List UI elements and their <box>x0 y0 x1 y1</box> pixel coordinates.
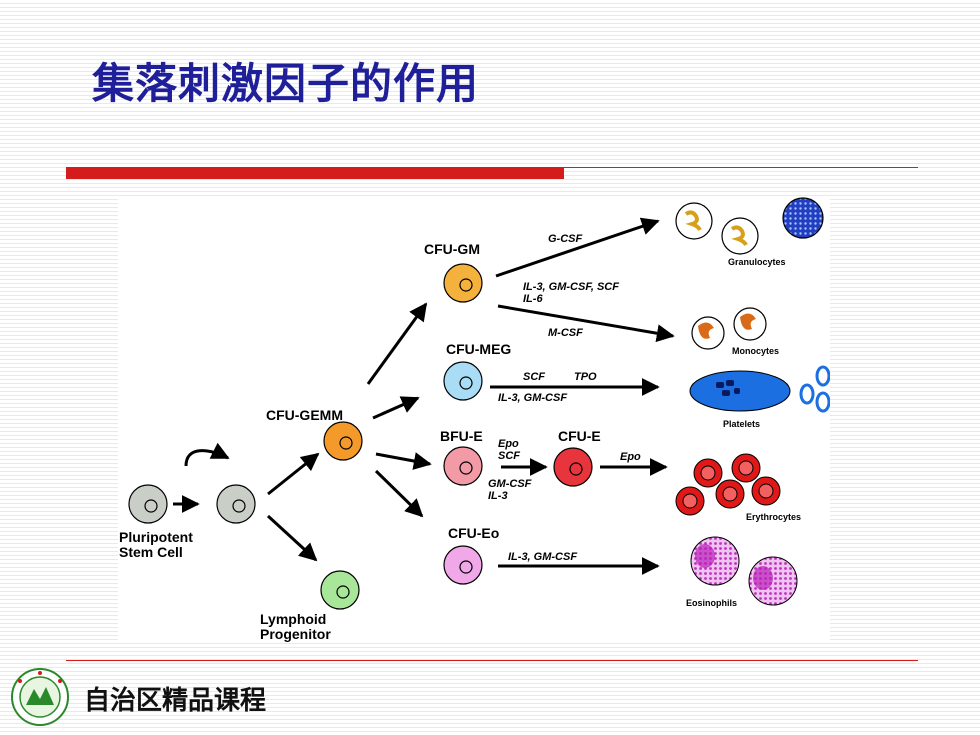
label-granulocytes: Granulocytes <box>728 257 786 267</box>
hematopoiesis-diagram-panel: Pluripotent Stem Cell Lymphoid Progenito… <box>118 196 831 642</box>
stem-to-lymphoid-arrow <box>266 514 318 562</box>
footer-course-label: 自治区精品课程 <box>84 686 267 716</box>
pluripotent-cell-1 <box>128 484 168 524</box>
monocytes-illustration <box>691 307 767 350</box>
label-stem-cell: Stem Cell <box>119 544 183 560</box>
gemm-to-eo-arrow <box>374 469 424 518</box>
gm-to-monocyte-arrow <box>497 304 675 343</box>
label-erythrocytes: Erythrocytes <box>746 512 801 522</box>
gemm-to-gm-arrow <box>366 302 428 385</box>
granulocytes-illustration <box>675 197 824 255</box>
lymphoid-progenitor-cell <box>320 570 360 610</box>
platelets-illustration <box>689 365 831 413</box>
factor-epo-bfu: Epo <box>498 438 519 450</box>
label-monocytes: Monocytes <box>732 346 779 356</box>
label-pluripotent: Pluripotent <box>119 529 193 545</box>
label-cfu-gm: CFU-GM <box>424 241 480 257</box>
footer-divider <box>66 660 918 661</box>
hematopoiesis-diagram: Pluripotent Stem Cell Lymphoid Progenito… <box>119 197 831 642</box>
factor-epo-cfu: Epo <box>620 451 641 463</box>
factor-gm-csf-bfu: GM-CSF <box>488 478 532 490</box>
cfu-e-cell <box>553 447 593 487</box>
factor-il3-gm-eo: IL-3, GM-CSF <box>508 551 577 563</box>
label-cfu-gemm: CFU-GEMM <box>266 407 343 423</box>
gemm-to-meg-arrow <box>372 396 420 420</box>
stem-to-gemm-arrow <box>267 452 320 496</box>
cfu-gemm-cell <box>323 421 363 461</box>
eosinophils-illustration <box>690 536 798 606</box>
title-underline-bar <box>66 167 564 179</box>
factor-scf-meg: SCF <box>523 371 545 383</box>
label-platelets: Platelets <box>723 419 760 429</box>
self-renew-arrow <box>184 442 230 467</box>
cfu-gm-cell <box>443 263 483 303</box>
label-eosinophils: Eosinophils <box>686 598 737 608</box>
label-cfu-e: CFU-E <box>558 428 601 444</box>
cfu-eo-cell <box>443 545 483 585</box>
label-progenitor: Progenitor <box>260 626 331 642</box>
label-cfu-meg: CFU-MEG <box>446 341 511 357</box>
gemm-to-bfu-arrow <box>375 452 432 470</box>
factor-il3-bfu: IL-3 <box>488 490 508 502</box>
cfu-meg-cell <box>443 361 483 401</box>
factor-il3-gm-scf: IL-3, GM-CSF, SCF <box>523 281 619 293</box>
gm-to-granulocyte-arrow <box>495 217 660 278</box>
factor-m-csf: M-CSF <box>548 327 583 339</box>
label-bfu-e: BFU-E <box>440 428 483 444</box>
factor-il6: IL-6 <box>523 293 543 305</box>
label-cfu-eo: CFU-Eo <box>448 525 499 541</box>
title-underline-line <box>564 167 918 168</box>
bfu-e-cell <box>443 446 483 486</box>
factor-g-csf: G-CSF <box>548 233 583 245</box>
pluripotent-cell-2 <box>216 484 256 524</box>
label-lymphoid: Lymphoid <box>260 611 326 627</box>
university-logo <box>10 667 70 727</box>
slide-title: 集落刺激因子的作用 <box>92 59 480 108</box>
factor-il3-gm-meg: IL-3, GM-CSF <box>498 392 567 404</box>
factor-scf-bfu: SCF <box>498 450 520 462</box>
factor-tpo: TPO <box>574 371 597 383</box>
erythrocytes-illustration <box>675 453 781 516</box>
arrows <box>173 217 675 575</box>
